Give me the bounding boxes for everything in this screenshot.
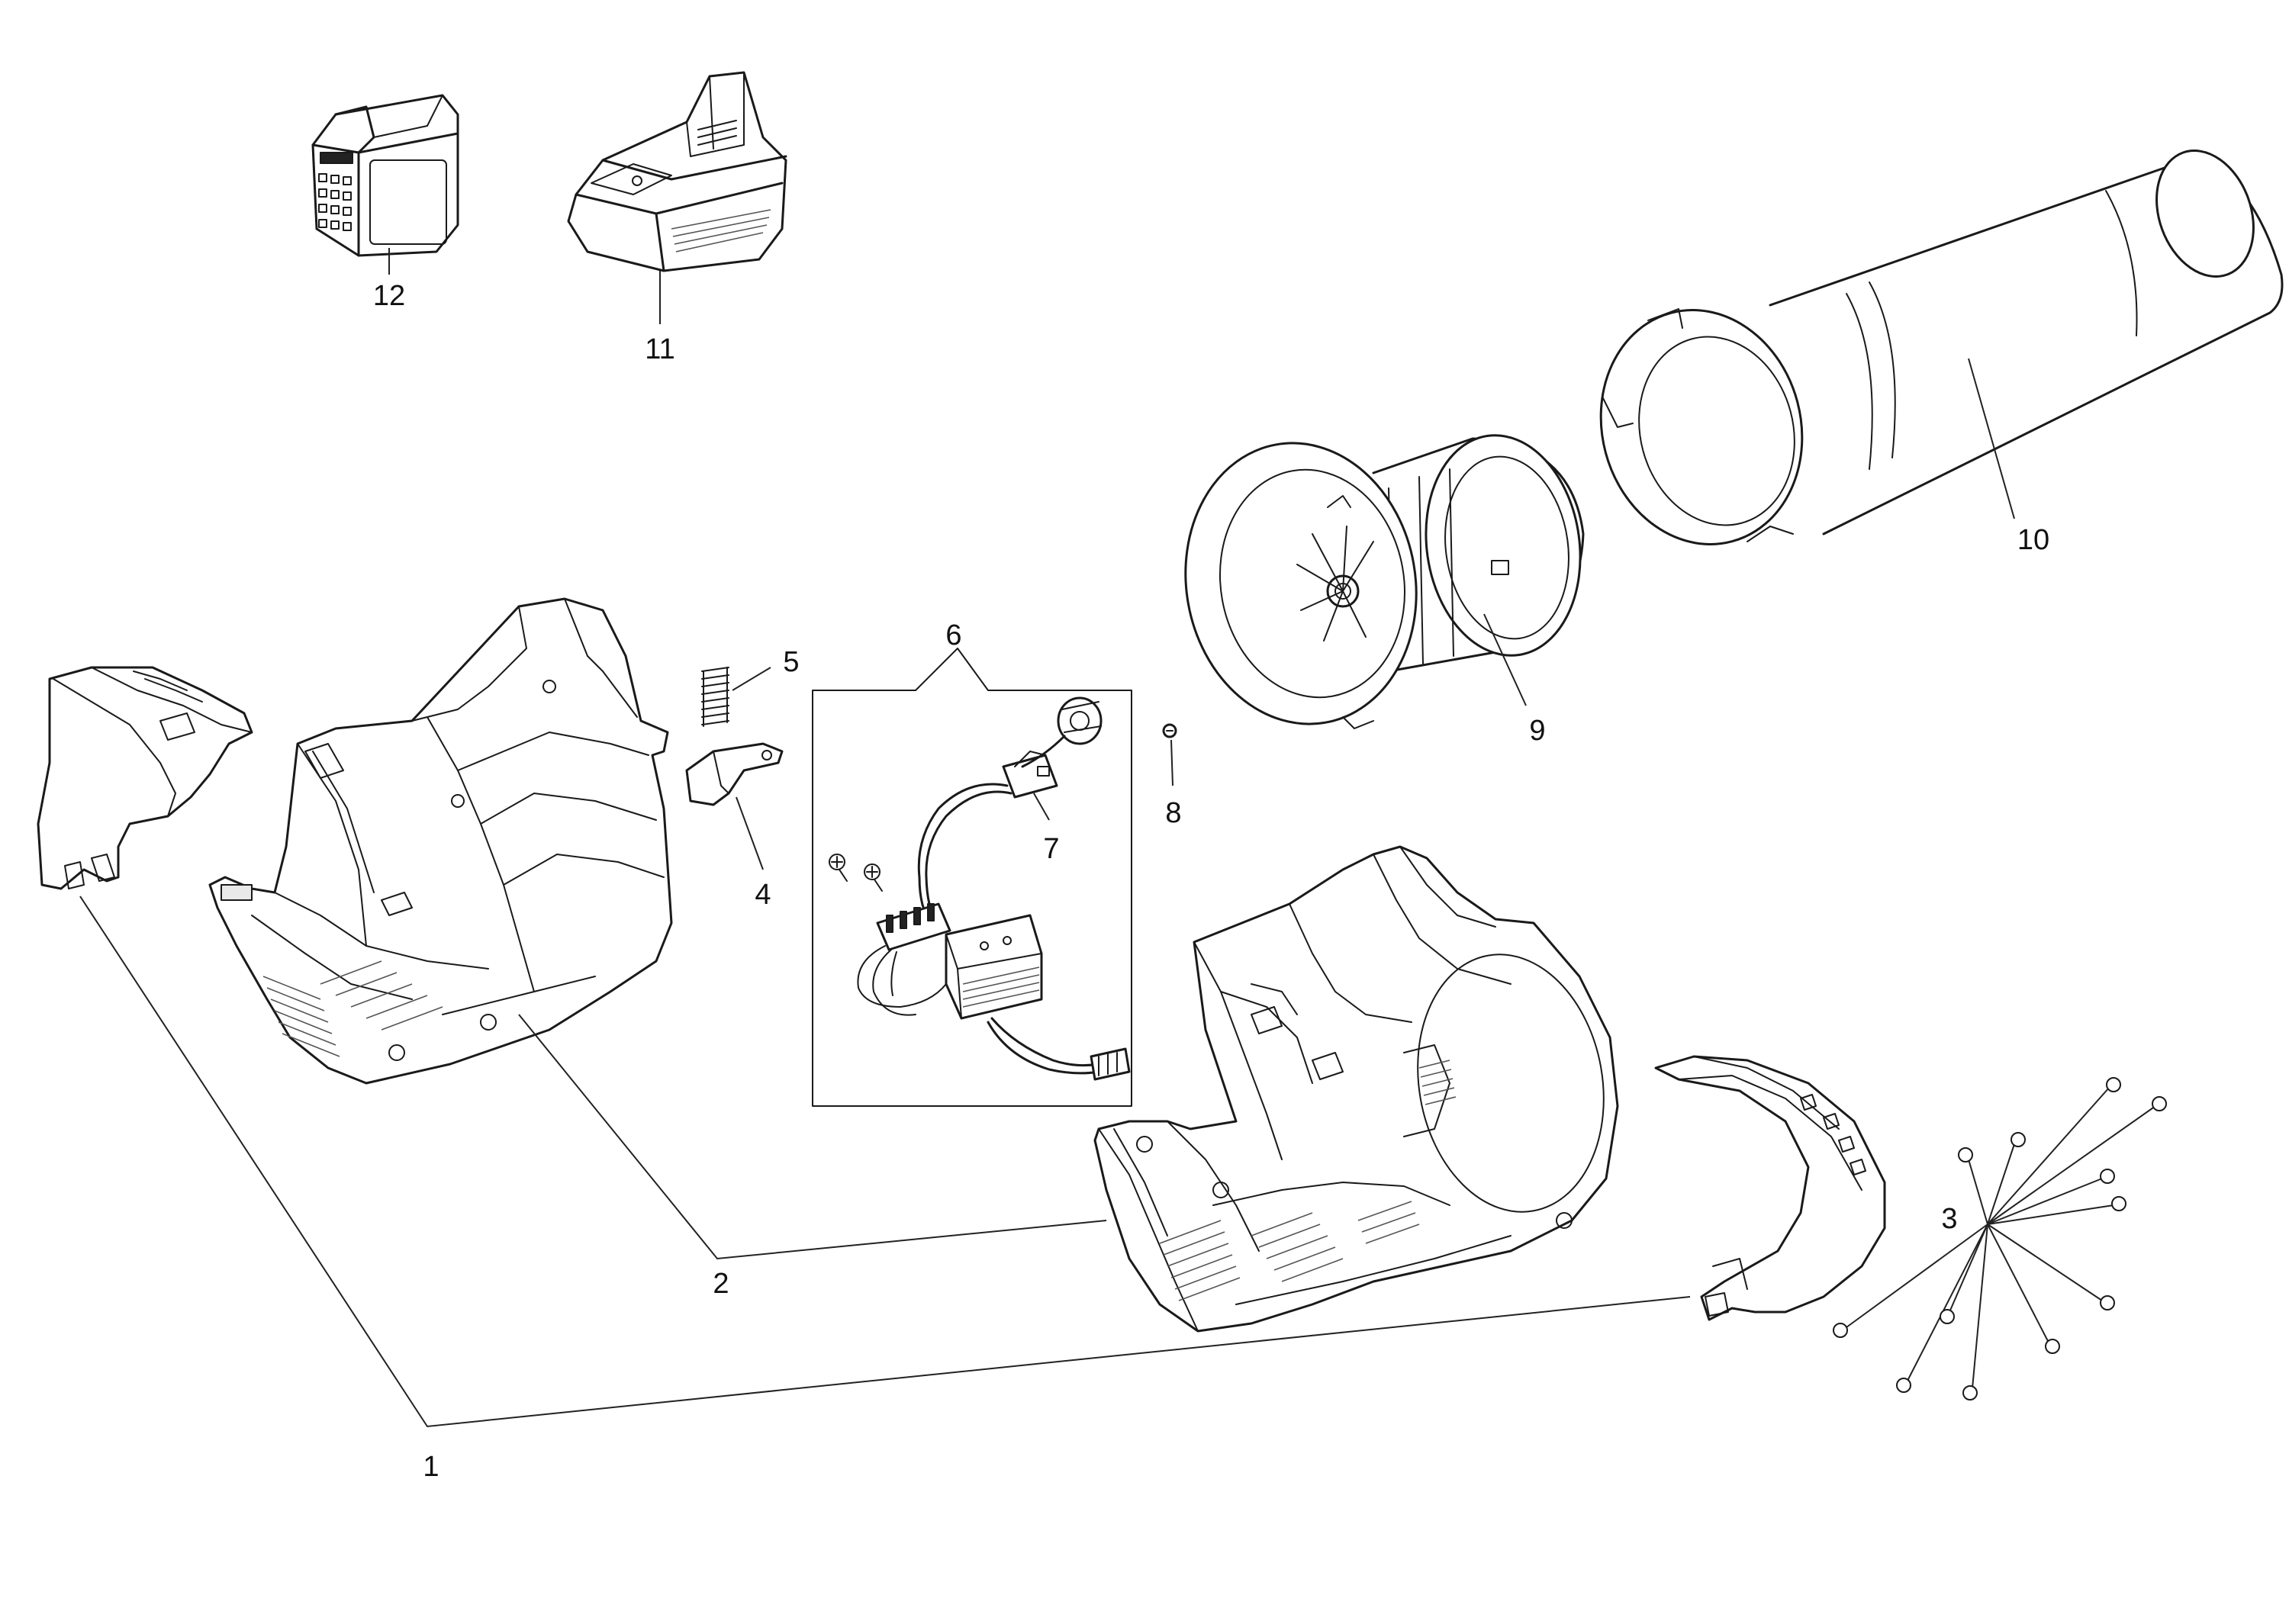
right-end-cap-cover: [1654, 1055, 1886, 1321]
screw-set: [1833, 1077, 2167, 1400]
label-part-4: 4: [755, 879, 771, 911]
part-labels: 12 11 10 9 8 7 6 5 4 3 2 1: [373, 280, 2049, 1483]
left-end-cap-cover: [37, 666, 253, 890]
callout-leaders: [79, 248, 2015, 1428]
leader-10: [1968, 358, 2015, 519]
leader-1: [79, 896, 1691, 1428]
label-part-3: 3: [1941, 1203, 1957, 1235]
label-part-7: 7: [1043, 833, 1059, 865]
label-part-12: 12: [373, 280, 405, 312]
battery-pack: [311, 94, 459, 257]
label-part-2: 2: [713, 1268, 729, 1300]
switch-wiring-box: [812, 648, 1132, 1107]
leader-2: [518, 1014, 1107, 1260]
left-housing-half: [208, 597, 673, 1085]
label-part-11: 11: [645, 333, 674, 365]
label-part-9: 9: [1529, 715, 1545, 747]
label-part-10: 10: [2017, 524, 2049, 556]
label-part-6: 6: [945, 619, 961, 651]
spring: [701, 667, 771, 727]
trigger: [685, 742, 784, 870]
charger: [567, 71, 787, 272]
leader-9: [1483, 613, 1527, 706]
blower-tube: [1599, 150, 2284, 545]
fan-motor-assembly: [1184, 434, 1585, 729]
assembled-blower-housing: [1093, 845, 1619, 1333]
label-part-1: 1: [423, 1451, 439, 1483]
label-part-5: 5: [783, 646, 799, 678]
small-screw: [1162, 723, 1177, 786]
label-part-8: 8: [1165, 797, 1181, 829]
